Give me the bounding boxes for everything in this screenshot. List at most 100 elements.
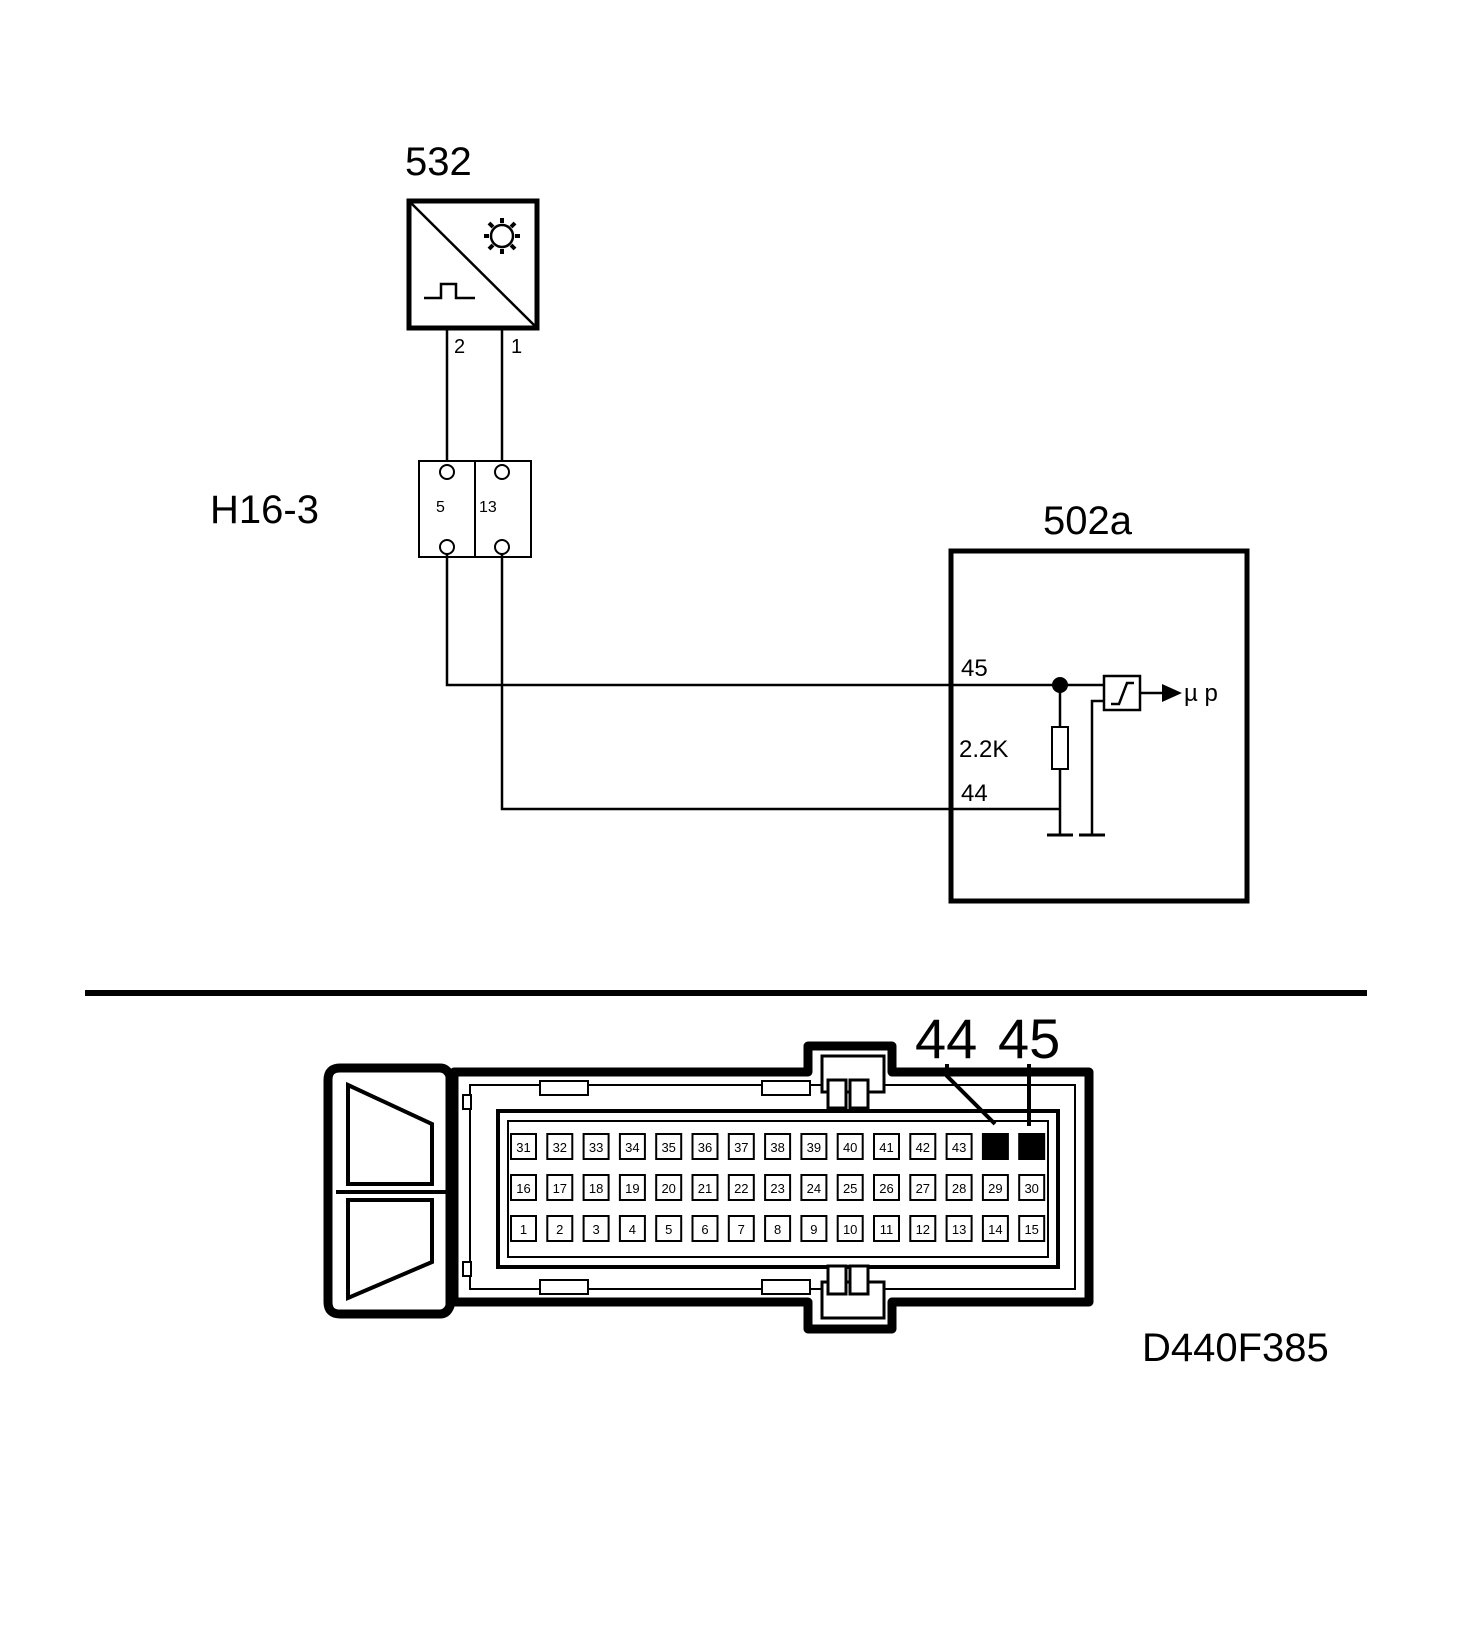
callout-pin-45-label: 45 xyxy=(998,1007,1060,1070)
pin-cavity-label: 2 xyxy=(556,1222,563,1237)
pin-cavity-label: 5 xyxy=(665,1222,672,1237)
pin-cavity xyxy=(510,1133,537,1160)
pin-cavity xyxy=(655,1133,683,1160)
pin-cavity-label: 11 xyxy=(880,1222,894,1237)
pin-cavity xyxy=(582,1133,610,1160)
pin-cavity xyxy=(909,1133,937,1160)
pin-cavity xyxy=(836,1174,864,1201)
pin-cavity-label: 7 xyxy=(738,1222,745,1237)
sensor-pin-1-label: 1 xyxy=(511,336,522,358)
pin-cavity-label: 12 xyxy=(916,1222,930,1237)
pin-cavity-label: 14 xyxy=(988,1222,1002,1237)
control-unit-pin-44-label: 44 xyxy=(961,780,988,807)
pin-cavity xyxy=(618,1174,646,1201)
pin-cavity-label: 3 xyxy=(592,1222,599,1237)
pin-cavity-label: 29 xyxy=(988,1181,1002,1196)
pin-cavity xyxy=(582,1215,610,1242)
pin-cavity-label: 33 xyxy=(589,1140,603,1155)
pin-cavity-label: 25 xyxy=(843,1181,857,1196)
pin-cavity xyxy=(836,1133,864,1160)
pin-cavity xyxy=(1018,1215,1046,1242)
pin-cavity xyxy=(727,1133,755,1160)
pin-cavity-label: 21 xyxy=(698,1181,712,1196)
pin-cavity xyxy=(800,1133,828,1160)
pin-cavity xyxy=(618,1133,646,1160)
pin-cavity xyxy=(727,1215,755,1242)
pin-cavity-label: 39 xyxy=(807,1140,821,1155)
pin-cavity xyxy=(691,1215,719,1242)
control-unit-box xyxy=(948,548,1250,904)
pin-cavity xyxy=(981,1174,1009,1201)
pin-cavity-label: 24 xyxy=(807,1181,821,1196)
sensor-label: 532 xyxy=(405,140,472,184)
pin-cavity-label: 40 xyxy=(843,1140,857,1155)
pin-cavity xyxy=(945,1133,973,1160)
callout-pin-44-label: 44 xyxy=(915,1007,977,1070)
pin-cavity xyxy=(945,1215,973,1242)
pin-cavity xyxy=(981,1215,1009,1242)
pin-cavity-label: 4 xyxy=(629,1222,636,1237)
pin-cavity-label: 35 xyxy=(661,1140,675,1155)
pin-cavity-label: 23 xyxy=(770,1181,784,1196)
gear-icon xyxy=(484,218,520,254)
pin-cavity xyxy=(618,1215,646,1242)
pin-cavity xyxy=(546,1215,574,1242)
hysteresis-icon xyxy=(1111,681,1134,706)
pin-cavity xyxy=(764,1215,792,1242)
pin-cavity-label: 30 xyxy=(1024,1181,1038,1196)
resistor-symbol xyxy=(1051,726,1069,770)
pin-cavity xyxy=(1018,1174,1046,1201)
pin-cavity-label: 34 xyxy=(625,1140,639,1155)
connector-face-view xyxy=(323,1041,1094,1334)
pin-cavity xyxy=(909,1215,937,1242)
pin-cavity xyxy=(546,1174,574,1201)
pin-cavity-label: 38 xyxy=(770,1140,784,1155)
pin-cavity xyxy=(836,1215,864,1242)
connector-pin-13-label: 13 xyxy=(479,499,497,516)
pin-cavity xyxy=(800,1215,828,1242)
pin-cavity-label: 16 xyxy=(516,1181,530,1196)
pin-cavity-label: 19 xyxy=(625,1181,639,1196)
pin-cavity-label: 37 xyxy=(734,1140,748,1155)
pin-cavity xyxy=(873,1215,900,1242)
wire-to-pin-45 xyxy=(445,554,1060,687)
pin-cavity xyxy=(546,1133,574,1160)
pulse-signal-icon xyxy=(424,282,475,300)
pin-cavity-label: 18 xyxy=(589,1181,603,1196)
pin-cavity xyxy=(691,1133,719,1160)
pin-cavity-label: 27 xyxy=(916,1181,930,1196)
pin-cavity-label: 41 xyxy=(879,1140,893,1155)
pin-cavity xyxy=(727,1174,755,1201)
pin-cavity xyxy=(510,1174,537,1201)
pin-cavity-label: 22 xyxy=(734,1181,748,1196)
pin-cavity-label: 28 xyxy=(952,1181,966,1196)
pin-cavity-label: 17 xyxy=(553,1181,567,1196)
pin-cavity-label: 43 xyxy=(952,1140,966,1155)
pin-cavity xyxy=(873,1174,900,1201)
connector-pin-5-label: 5 xyxy=(436,499,445,516)
pin-cavity xyxy=(764,1133,792,1160)
pin-cavity-label: 6 xyxy=(701,1222,708,1237)
figure-code: D440F385 xyxy=(1142,1326,1329,1370)
pin-cavity-label: 36 xyxy=(698,1140,712,1155)
pin-cavity-label: 20 xyxy=(661,1181,675,1196)
pin-cavity-label: 31 xyxy=(516,1140,530,1155)
pin-cavity-highlighted xyxy=(981,1133,1009,1160)
connector-label: H16-3 xyxy=(210,488,319,532)
pin-cavity xyxy=(691,1174,719,1201)
pin-cavity xyxy=(655,1174,683,1201)
pin-cavity xyxy=(800,1174,828,1201)
sensor-pin-2-label: 2 xyxy=(454,336,465,358)
pin-cavity-label: 1 xyxy=(520,1222,527,1237)
wire-comparator-ground xyxy=(1090,699,1104,835)
pin-cavity-label: 26 xyxy=(879,1181,893,1196)
control-unit-pin-45-label: 45 xyxy=(961,655,988,682)
pin-cavity xyxy=(764,1174,792,1201)
pin-cavity-label: 42 xyxy=(916,1140,930,1155)
pin-cavity xyxy=(582,1174,610,1201)
sensor-box xyxy=(406,198,540,331)
pin-cavity-highlighted xyxy=(1018,1133,1046,1160)
control-unit-label: 502a xyxy=(1043,499,1133,543)
